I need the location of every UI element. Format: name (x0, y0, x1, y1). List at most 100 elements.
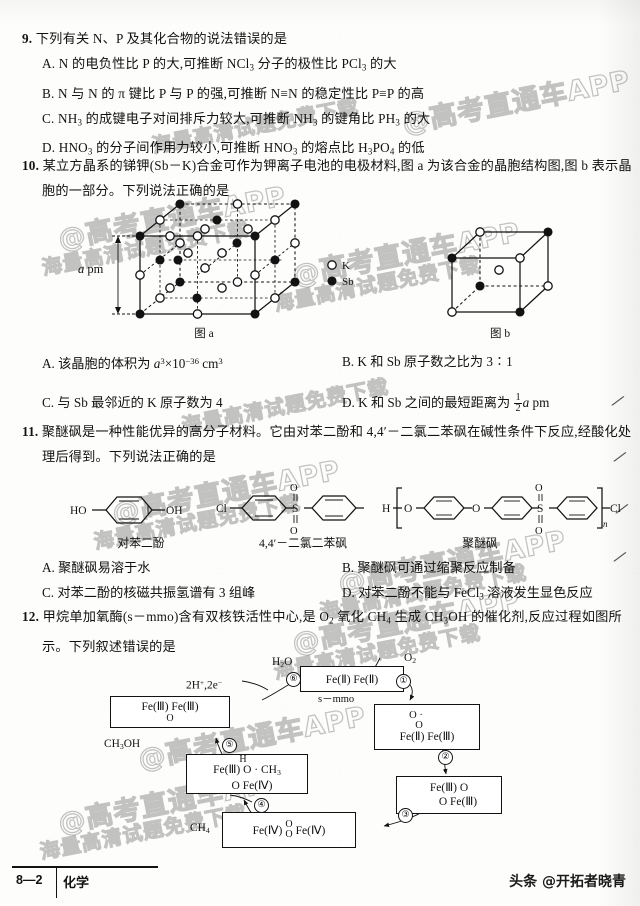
molecule-dichlorodiphenylsulfone: Cl S O O (216, 480, 368, 538)
mechanism-step-5: ⑤ (222, 738, 237, 753)
mechanism-step-3: ③ (398, 808, 413, 823)
svg-text:K: K (342, 260, 350, 272)
option-text: HNO3 的分子间作用力较小,可推断 HNO3 的熔点比 H3PO4 的低 (58, 140, 425, 157)
option-key: A. (42, 560, 55, 575)
option-text: 与 Sb 最邻近的 K 原子数为 4 (57, 395, 223, 410)
pes-top-oxygen: O (535, 483, 543, 494)
option-key: C. (42, 395, 55, 410)
question-11-option-c[interactable]: C. 对苯二酚的核磁共振氢谱有 3 组峰 (42, 580, 255, 605)
question-9: 9. 下列有关 N、P 及其化合物的说法错误的是 A. N 的电负性比 P 的大… (22, 26, 630, 165)
caption-letter: a (208, 328, 214, 340)
species-formula-line-1: Fe(Ⅲ) O (429, 782, 469, 794)
question-10-stem-text: 某立方晶系的锑钾(Sb－K)合金可作为钾离子电池的电极材料,图 a 为该合金的晶… (42, 158, 632, 173)
species-formula: Fe(Ⅲ) Fe(Ⅲ) (141, 701, 199, 713)
question-10-stem-line-1: 10. 某立方晶系的锑钾(Sb－K)合金可作为钾离子电池的电极材料,图 a 为该… (22, 153, 632, 178)
caption-prefix: 图 (489, 328, 502, 340)
mechanism-diagram: Fe(Ⅱ) Fe(Ⅱ) s－mmo O · O Fe(Ⅱ) Fe(Ⅲ) Fe(Ⅲ… (0, 650, 640, 860)
pes-svg: H O O S O O (382, 483, 621, 537)
hydroquinone-right-group: OH (166, 505, 183, 517)
figure-a-axis-label: a pm (78, 262, 103, 277)
crystal-figure-b (440, 220, 560, 325)
species-h-label: H (239, 754, 247, 766)
species-bridge-o-bottom: O (285, 829, 293, 840)
question-9-option-b[interactable]: B. N 与 N 的 π 键比 P 与 P 的强,可推断 N≡N 的稳定性比 P… (22, 81, 630, 106)
option-text: 对苯二酚的核磁共振氢谱有 3 组峰 (57, 585, 256, 600)
option-text: NH3 的成键电子对间排斥力较大,可推断 NH3 的键角比 PH3 的大 (58, 110, 431, 128)
pes-sulfur: S (537, 503, 543, 515)
pes-bottom-oxygen: O (535, 526, 543, 537)
mechanism-box-s-mmo: Fe(Ⅱ) Fe(Ⅱ) (300, 666, 404, 692)
question-9-option-d[interactable]: D. HNO3 的分子间作用力较小,可推断 HNO3 的熔点比 H3PO4 的低 (22, 135, 630, 165)
option-text: 聚醚砜可通过缩聚反应制备 (357, 560, 516, 575)
pes-ether-o: O (472, 503, 480, 515)
mechanism-box-diferric: Fe(Ⅲ) Fe(Ⅲ) O (110, 696, 230, 728)
figure-a-caption: 图 a (174, 325, 234, 341)
mechanism-reagent-ch3oh: CH3OH (104, 738, 141, 752)
question-11: 11. 聚醚砜是一种性能优异的高分子材料。它由对苯二酚和 4,4′－二氯二苯砜在… (22, 419, 631, 469)
pes-subscript-n: n (603, 519, 608, 529)
figure-b-svg (447, 227, 553, 317)
page-number: 8—2 (16, 873, 43, 887)
species-formula: Fe(Ⅱ) Fe(Ⅲ) (399, 730, 455, 743)
question-10: 10. 某立方晶系的锑钾(Sb－K)合金可作为钾离子电池的电极材料,图 a 为该… (22, 153, 632, 203)
figure-b-caption: 图 b (470, 325, 530, 341)
footer-rule (12, 866, 158, 868)
option-key: C. (42, 585, 55, 600)
species-formula-line-2: O Fe(Ⅳ) (231, 779, 273, 792)
question-9-stem-text: 下列有关 N、P 及其化合物的说法错误的是 (35, 31, 288, 46)
species-superoxo-o: O · (409, 709, 423, 721)
mechanism-step-2: ② (438, 750, 453, 765)
question-10-option-b[interactable]: B. K 和 Sb 原子数之比为 3∶1 (342, 349, 513, 374)
dcdps-label: 4,4′－二氯二苯砜 (258, 536, 348, 550)
question-9-option-c[interactable]: C. NH3 的成键电子对间排斥力较大,可推断 NH3 的键角比 PH3 的大 (22, 106, 630, 136)
mechanism-box-peroxo-1: O · O Fe(Ⅱ) Fe(Ⅲ) (374, 704, 480, 750)
pes-terminal-h: H (382, 503, 390, 515)
question-10-option-a[interactable]: A. 该晶胞的体积为 a3×10−36 cm3 (42, 349, 223, 376)
crystal-figure-a (110, 196, 320, 326)
caption-letter: b (504, 328, 511, 340)
option-key: D. (342, 585, 355, 600)
question-11-stem-line-1: 11. 聚醚砜是一种性能优异的高分子材料。它由对苯二酚和 4,4′－二氯二苯砜在… (22, 419, 631, 444)
question-10-option-c[interactable]: C. 与 Sb 最邻近的 K 原子数为 4 (42, 390, 223, 415)
species-formula-line-2: O Fe(Ⅲ) (438, 796, 478, 808)
molecule-hydroquinone: HO OH (70, 486, 202, 534)
option-text: N 与 N 的 π 键比 P 与 P 的强,可推断 N≡N 的稳定性比 P≡P … (58, 85, 425, 101)
mechanism-step-1: ① (396, 674, 411, 689)
axis-label-unit: pm (87, 262, 104, 276)
question-9-option-a[interactable]: A. N 的电负性比 P 的大,可推断 NCl3 分子的极性比 PCl3 的大 (22, 51, 630, 81)
question-12-stem-line-1: 12. 甲烷单加氧酶(s－mmo)含有双核铁活性中心,是 O2 氧化 CH4 生… (22, 604, 630, 634)
species-bridge-o: O (166, 713, 174, 724)
option-key: D. (342, 395, 355, 410)
option-key: B. (342, 354, 355, 369)
caption-prefix: 图 (194, 328, 206, 340)
hydroquinone-label: 对苯二酚 (117, 536, 165, 550)
question-11-number: 11. (22, 424, 39, 439)
dcdps-svg: Cl S O O (216, 483, 364, 537)
dcdps-left-cl: Cl (216, 503, 227, 515)
footer-divider (56, 868, 57, 898)
pes-terminal-cl: Cl (610, 503, 621, 515)
pes-label: 聚醚砜 (462, 536, 498, 550)
question-9-number: 9. (22, 31, 33, 46)
molecule-polyethersulfone: H O O S O O (382, 478, 626, 538)
question-11-option-a[interactable]: A. 聚醚砜易溶于水 (42, 555, 150, 580)
option-text: N 的电负性比 P 的大,可推断 NCl3 分子的极性比 PCl3 的大 (58, 56, 397, 73)
question-12-number: 12. (22, 609, 40, 624)
option-text: 对苯二酚不能与 FeCl3 溶液发生显色反应 (358, 585, 593, 602)
option-key: B. (342, 560, 355, 575)
mechanism-step-4: ④ (254, 798, 269, 813)
option-key: A. (42, 56, 56, 71)
option-key: C. (42, 110, 55, 126)
question-11-option-b[interactable]: B. 聚醚砜可通过缩聚反应制备 (342, 555, 516, 580)
legend-svg: K Sb (327, 260, 354, 288)
question-12-stem-text: 甲烷单加氧酶(s－mmo)含有双核铁活性中心,是 O2 氧化 CH4 生成 CH… (42, 609, 622, 626)
hydroquinone-left-group: HO (70, 505, 87, 517)
mechanism-box-s-mmo-caption: s－mmo (318, 694, 355, 705)
question-10-number: 10. (22, 158, 40, 173)
figure-a-svg (112, 199, 300, 319)
question-11-option-d[interactable]: D. 对苯二酚不能与 FeCl3 溶液发生显色反应 (342, 580, 593, 610)
species-fe4-left: Fe(Ⅳ) (252, 825, 283, 837)
